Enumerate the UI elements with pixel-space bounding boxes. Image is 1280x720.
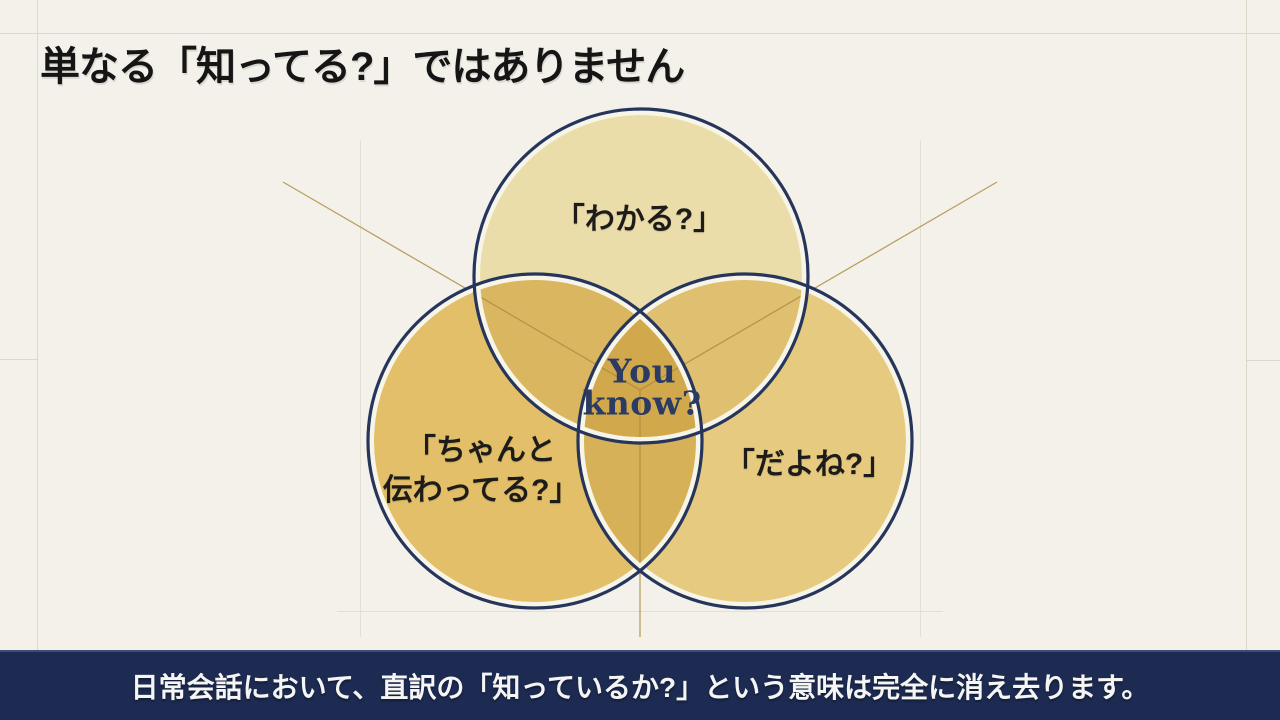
guide-line-vertical-inner-right [920, 140, 921, 637]
circle-label-right: 「だよね?」 [724, 447, 894, 481]
guide-line-vertical-inner-left [360, 140, 361, 637]
footer-banner: 日常会話において、直訳の「知っているか?」という意味は完全に消え去ります。 [0, 650, 1280, 720]
gold-radiating-lines [282, 181, 998, 637]
venn-center-label: You know? [582, 351, 702, 423]
gold-line-upper-left [282, 181, 641, 391]
venn-halo-right [579, 275, 911, 607]
circle-label-left: 「ちゃんと 伝わってる?」 [382, 433, 580, 507]
footer-text: 日常会話において、直訳の「知っているか?」という意味は完全に消え去ります。 [130, 672, 1150, 703]
venn-outline-top [472, 107, 810, 445]
venn-outline-left [366, 272, 704, 610]
venn-halo-top [475, 110, 807, 442]
venn-diagram [282, 107, 998, 637]
guide-line-vertical-left [37, 0, 38, 650]
guide-line-horizontal-top [0, 33, 1280, 34]
venn-overlap-center [584, 280, 696, 437]
venn-outline-right [576, 272, 914, 610]
slide-title: 単なる「知ってる?」ではありません [40, 45, 685, 89]
guide-line-vertical-right [1246, 0, 1247, 650]
gold-line-upper-right [639, 181, 998, 391]
guide-line-horizontal-mid-left [0, 359, 37, 360]
venn-halo-left [369, 275, 701, 607]
circle-label-top: 「わかる?」 [554, 202, 724, 236]
guide-line-horizontal-mid-right [1246, 360, 1280, 361]
